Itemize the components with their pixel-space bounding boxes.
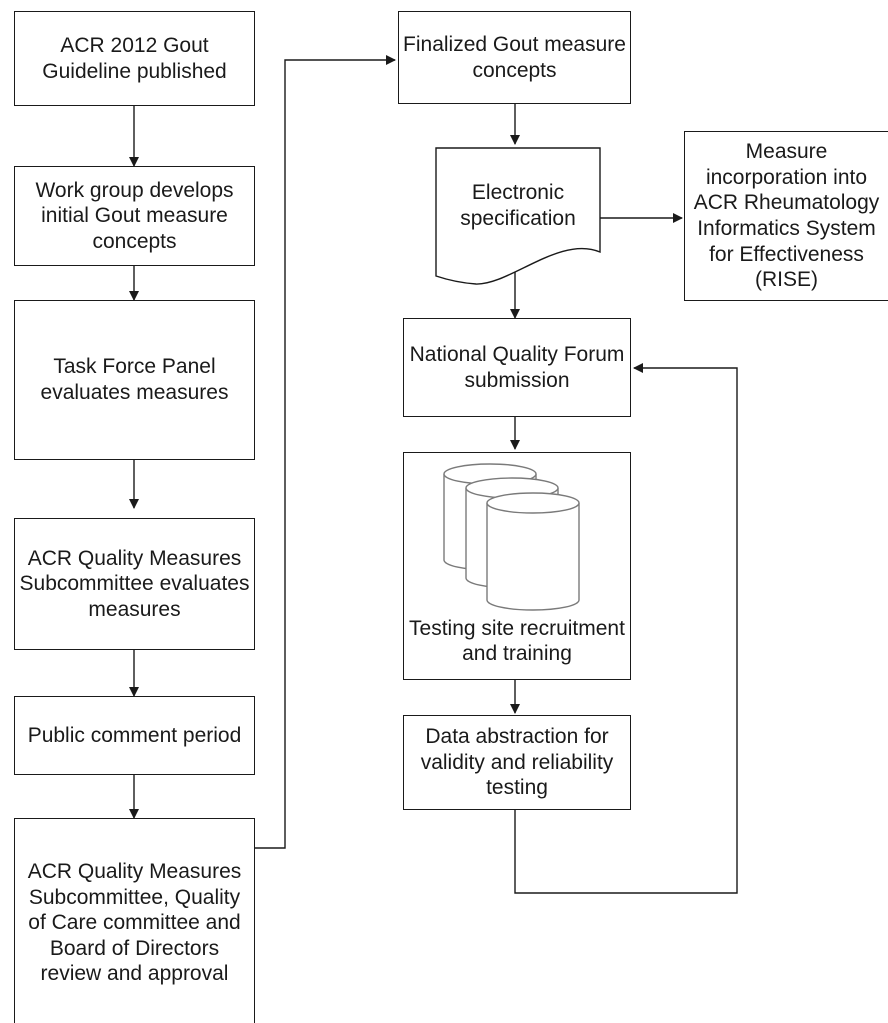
node-work-group-develops: Work group develops initial Gout measure…	[14, 166, 255, 266]
testing-site-label: Testing site recruitment and training	[409, 616, 625, 666]
node-finalized-concepts: Finalized Gout measure concepts	[398, 11, 631, 104]
node-data-abstraction: Data abstraction for validity and reliab…	[403, 715, 631, 810]
node-measure-incorporation-rise: Measure incorporation into ACR Rheumatol…	[684, 131, 888, 301]
node-public-comment-period: Public comment period	[14, 696, 255, 775]
node-quality-measures-subcommittee: ACR Quality Measures Subcommittee evalua…	[14, 518, 255, 650]
node-shape-electronic-specification	[435, 147, 601, 285]
database-cylinder-3	[486, 492, 580, 611]
node-electronic-specification: Electronic specification	[460, 181, 576, 230]
node-nqf-submission: National Quality Forum submission	[403, 318, 631, 417]
node-guideline-published: ACR 2012 Gout Guideline published	[14, 11, 255, 106]
node-testing-site-recruitment: Testing site recruitment and training	[403, 452, 631, 680]
edge-n6-n7	[254, 55, 396, 849]
edge-n12-n10	[514, 363, 738, 894]
node-task-force-panel: Task Force Panel evaluates measures	[14, 300, 255, 460]
node-review-and-approval: ACR Quality Measures Subcommittee, Quali…	[14, 818, 255, 1023]
database-cylinders-icon	[443, 463, 580, 611]
